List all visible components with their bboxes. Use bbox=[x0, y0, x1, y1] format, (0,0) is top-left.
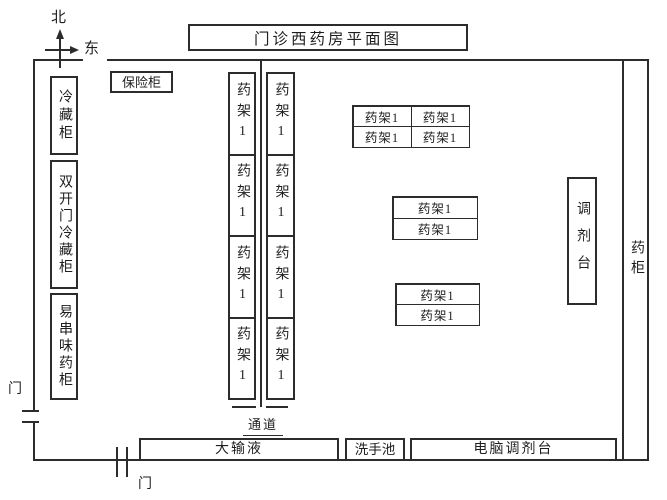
shelf-cell: 药架1 bbox=[395, 304, 480, 326]
shelf-column-left: 药架1 药架1 药架1 药架1 bbox=[228, 72, 256, 400]
shelf-cell: 药架1 bbox=[352, 105, 412, 127]
left-door-label: 门 bbox=[8, 382, 22, 397]
compass-north-label: 北 bbox=[51, 10, 67, 26]
shelf-cluster-1: 药架1 药架1 药架1 药架1 bbox=[352, 105, 470, 148]
shelf-cluster-2: 药架1 药架1 bbox=[392, 196, 478, 240]
infusion-counter: 大输液 bbox=[139, 438, 339, 461]
page-title: 门诊西药房平面图 bbox=[188, 24, 468, 51]
shelf-cell: 药架1 bbox=[410, 126, 470, 148]
shelf-cell: 药架1 bbox=[410, 105, 470, 127]
odor-isolating-cabinet: 易串味药柜 bbox=[50, 293, 78, 400]
safe-box: 保险柜 bbox=[110, 71, 173, 93]
shelf-cell: 药架1 bbox=[266, 72, 295, 156]
compass-north-arrow-icon bbox=[56, 29, 64, 39]
compass-east-label: 东 bbox=[84, 41, 100, 57]
aisle-label: 通道 bbox=[243, 414, 283, 436]
dispensing-table: 调剂台 bbox=[567, 177, 597, 305]
shelf-cell: 药架1 bbox=[266, 153, 295, 237]
cold-storage-cabinet: 冷藏柜 bbox=[50, 76, 78, 155]
shelf-cell: 药架1 bbox=[228, 72, 256, 156]
shelf-cell: 药架1 bbox=[352, 126, 412, 148]
shelf-cell: 药架1 bbox=[392, 217, 478, 240]
shelf-cell: 药架1 bbox=[228, 153, 256, 237]
shelf-cell: 药架1 bbox=[228, 235, 256, 319]
double-door-cold-cabinet: 双开门冷藏柜 bbox=[50, 160, 78, 289]
shelf-cell: 药架1 bbox=[395, 283, 480, 305]
shelf-column-right: 药架1 药架1 药架1 药架1 bbox=[266, 72, 295, 400]
computer-dispensing-counter: 电脑调剂台 bbox=[410, 438, 617, 461]
bottom-door-label: 门 bbox=[138, 477, 152, 492]
sink: 洗手池 bbox=[345, 438, 405, 461]
shelf-cluster-3: 药架1 药架1 bbox=[395, 283, 480, 326]
compass-east-arrow-icon bbox=[70, 46, 79, 54]
shelf-cell: 药架1 bbox=[228, 316, 256, 400]
shelf-cell: 药架1 bbox=[392, 196, 478, 219]
shelf-cell: 药架1 bbox=[266, 316, 295, 400]
shelf-cell: 药架1 bbox=[266, 235, 295, 319]
drug-cabinet-strip: 药柜 bbox=[629, 240, 644, 280]
